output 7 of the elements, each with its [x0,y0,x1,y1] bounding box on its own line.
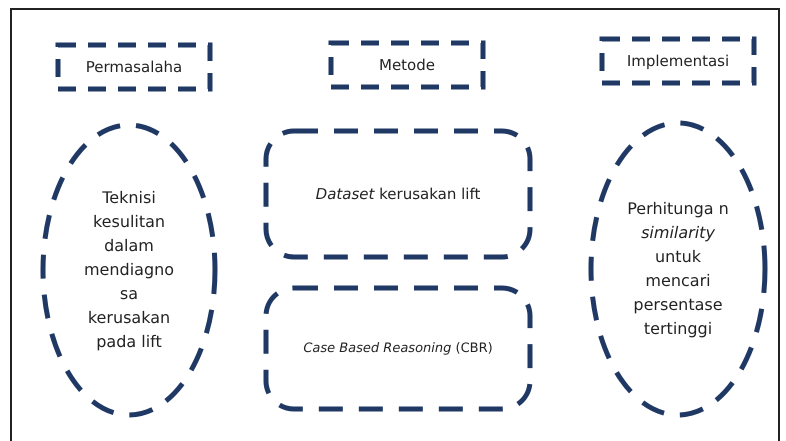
node-text: Case Based Reasoning (CBR) [302,340,494,358]
node-text: Metode [378,54,436,76]
node-text: Permasalaha [84,56,184,78]
node-text: Implementasi [626,50,730,72]
node-text: Dataset kerusakan lift [314,184,482,205]
node-text: Perhitunga n similarity untuk mencari persentase tertinggi [626,198,730,340]
node-text: Teknisi kesulitan dalam mendiagno sa kerusakan pada lift [82,187,176,353]
